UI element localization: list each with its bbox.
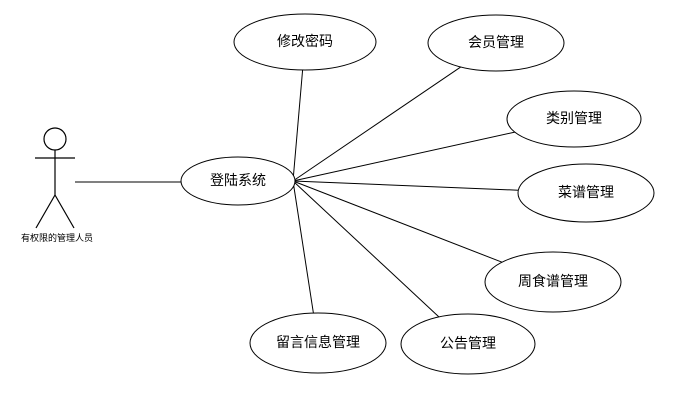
- actor-label: 有权限的管理人员: [21, 232, 93, 244]
- use-case-member-management: 会员管理: [427, 14, 565, 72]
- use-case-recipe-management-ellipse: [517, 163, 655, 223]
- use-case-message-management: 留言信息管理: [249, 312, 387, 374]
- edge-login-category-management: [292, 131, 515, 182]
- edges-layer: [75, 66, 519, 318]
- use-case-login: 登陆系统: [180, 156, 296, 206]
- use-case-message-management-label: 留言信息管理: [276, 334, 360, 351]
- edge-login-member-management: [292, 66, 462, 182]
- edge-login-recipe-management: [292, 180, 519, 191]
- use-case-weekly-recipe-management-ellipse: [484, 251, 622, 313]
- use-case-login-label: 登陆系统: [210, 173, 266, 189]
- use-case-weekly-recipe-management-label: 周食谱管理: [518, 273, 588, 290]
- use-case-announcement-management-label: 公告管理: [440, 336, 496, 352]
- use-case-category-management-ellipse: [506, 90, 642, 148]
- use-case-recipe-management-label: 菜谱管理: [558, 185, 614, 201]
- use-case-weekly-recipe-management: 周食谱管理: [484, 251, 622, 313]
- edge-login-weekly-recipe-management: [292, 180, 503, 263]
- use-case-recipe-management: 菜谱管理: [517, 163, 655, 223]
- use-case-login-ellipse: [180, 156, 296, 206]
- edge-login-message-management: [292, 180, 314, 314]
- use-case-message-management-ellipse: [249, 312, 387, 374]
- use-case-member-management-label: 会员管理: [468, 35, 524, 51]
- use-case-change-password-label: 修改密码: [277, 33, 333, 50]
- actor-left-leg: [35, 194, 56, 229]
- use-case-member-management-ellipse: [427, 14, 565, 72]
- actor-head: [43, 127, 67, 151]
- use-case-change-password: 修改密码: [233, 13, 377, 71]
- actor-right-leg: [54, 194, 75, 229]
- edge-login-change-password: [292, 69, 304, 182]
- actor-stick-figure: 有权限的管理人员: [21, 127, 93, 244]
- use-case-announcement-management-ellipse: [400, 313, 536, 375]
- use-case-category-management: 类别管理: [506, 90, 642, 148]
- use-case-category-management-label: 类别管理: [546, 111, 602, 127]
- edge-login-announcement-management: [292, 180, 440, 318]
- use-case-change-password-ellipse: [233, 13, 377, 71]
- use-case-announcement-management: 公告管理: [400, 313, 536, 375]
